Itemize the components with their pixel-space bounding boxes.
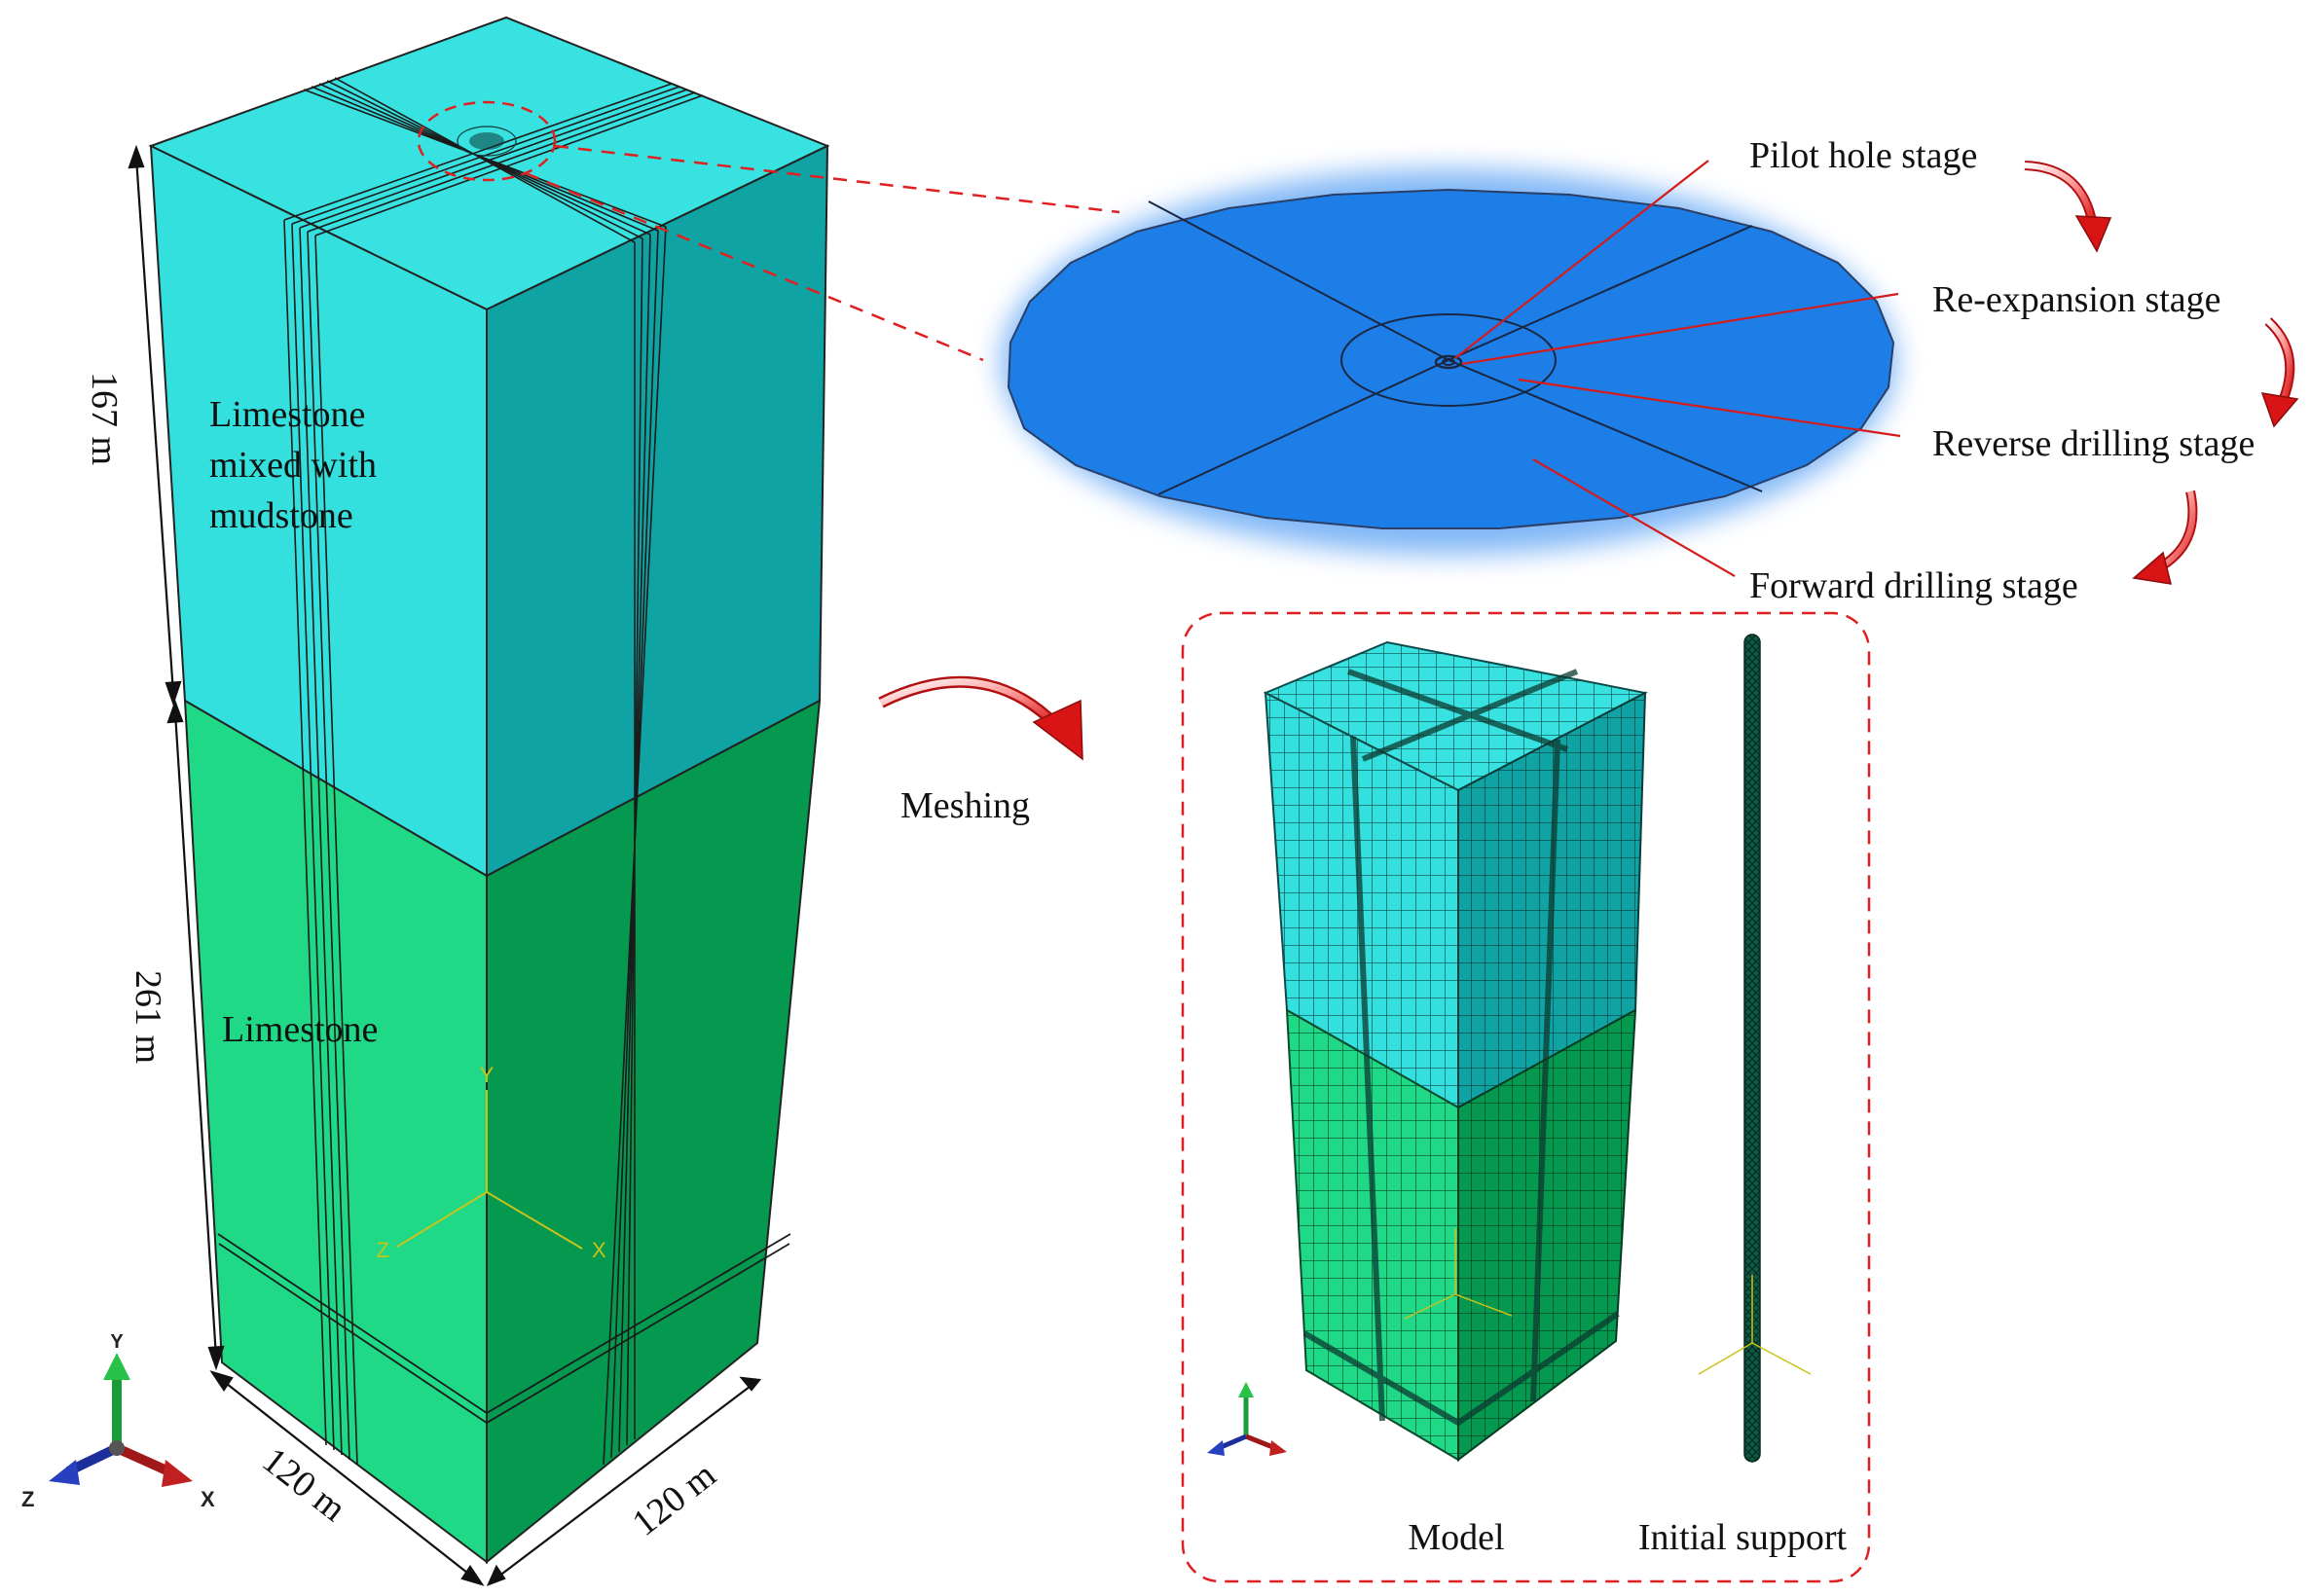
model-caption: Model bbox=[1408, 1517, 1504, 1558]
meshing-label: Meshing bbox=[900, 785, 1030, 826]
zoom-line-bottom bbox=[525, 171, 984, 362]
local-axis-triad bbox=[396, 1090, 583, 1250]
lower-layer-side-face bbox=[486, 699, 822, 1565]
borehole-cross-section bbox=[1001, 169, 1896, 555]
front-face-bands bbox=[283, 219, 358, 1466]
geometry-model: Y X Z Limestone mixed with mudstone Lime… bbox=[148, 16, 1120, 1565]
stage-flow-arrows bbox=[878, 161, 2299, 761]
zoom-line-top bbox=[554, 144, 1120, 214]
red-curved-arrow-icon bbox=[2260, 317, 2299, 428]
dimension-lines bbox=[128, 144, 762, 1586]
support-local-axis bbox=[1698, 1275, 1812, 1375]
re-expansion-stage-label: Re-expansion stage bbox=[1932, 279, 2221, 320]
dimension-width-left-label: 120 m bbox=[255, 1439, 354, 1529]
red-curved-arrow-icon bbox=[878, 675, 1083, 761]
local-axis-y-label: Y bbox=[480, 1063, 495, 1087]
zoom-callout-ellipse bbox=[417, 100, 557, 182]
initial-support-caption: Initial support bbox=[1638, 1517, 1848, 1558]
bottom-bands bbox=[217, 1233, 791, 1425]
meshed-model bbox=[1263, 640, 1648, 1463]
initial-support bbox=[1698, 634, 1812, 1463]
upper-layer-label-line3: mudstone bbox=[209, 495, 353, 536]
local-axis-x-label: X bbox=[592, 1238, 606, 1262]
global-axis-triad-icon: Y X Z bbox=[21, 1331, 215, 1511]
forward-drilling-stage-label: Forward drilling stage bbox=[1749, 565, 2078, 606]
reverse-drilling-stage-label: Reverse drilling stage bbox=[1932, 423, 2255, 464]
global-axis-y-label: Y bbox=[110, 1331, 124, 1353]
stage-leader-lines bbox=[1454, 160, 1901, 577]
red-curved-arrow-icon bbox=[2024, 161, 2112, 253]
mesh-axis-triad-icon bbox=[1207, 1382, 1287, 1456]
red-curved-arrow-icon bbox=[2132, 490, 2198, 585]
mesh-local-axis bbox=[1404, 1228, 1513, 1320]
mesh-panel-frame bbox=[1181, 611, 1871, 1583]
top-face-bands bbox=[283, 77, 704, 243]
global-axis-z-label: Z bbox=[21, 1487, 34, 1511]
top-center-detail bbox=[457, 126, 517, 157]
global-axis-x-label: X bbox=[201, 1487, 215, 1511]
dimension-lower-label: 261 m bbox=[128, 970, 168, 1064]
upper-layer-label-line1: Limestone bbox=[209, 394, 365, 435]
pilot-hole-stage-label: Pilot hole stage bbox=[1749, 135, 1977, 176]
local-axis-z-label: Z bbox=[377, 1238, 389, 1262]
upper-layer-label-line2: mixed with bbox=[209, 445, 377, 486]
side-face-bands bbox=[603, 226, 667, 1466]
support-column bbox=[1743, 634, 1761, 1463]
mesh-refined-bands bbox=[1302, 669, 1620, 1427]
dimension-width-right-label: 120 m bbox=[625, 1454, 724, 1543]
mesh-lower-side-face bbox=[1457, 1008, 1637, 1463]
dimension-upper-label: 167 m bbox=[84, 372, 125, 465]
cross-section-partitions bbox=[1148, 200, 1763, 495]
lower-layer-label: Limestone bbox=[222, 1009, 378, 1050]
